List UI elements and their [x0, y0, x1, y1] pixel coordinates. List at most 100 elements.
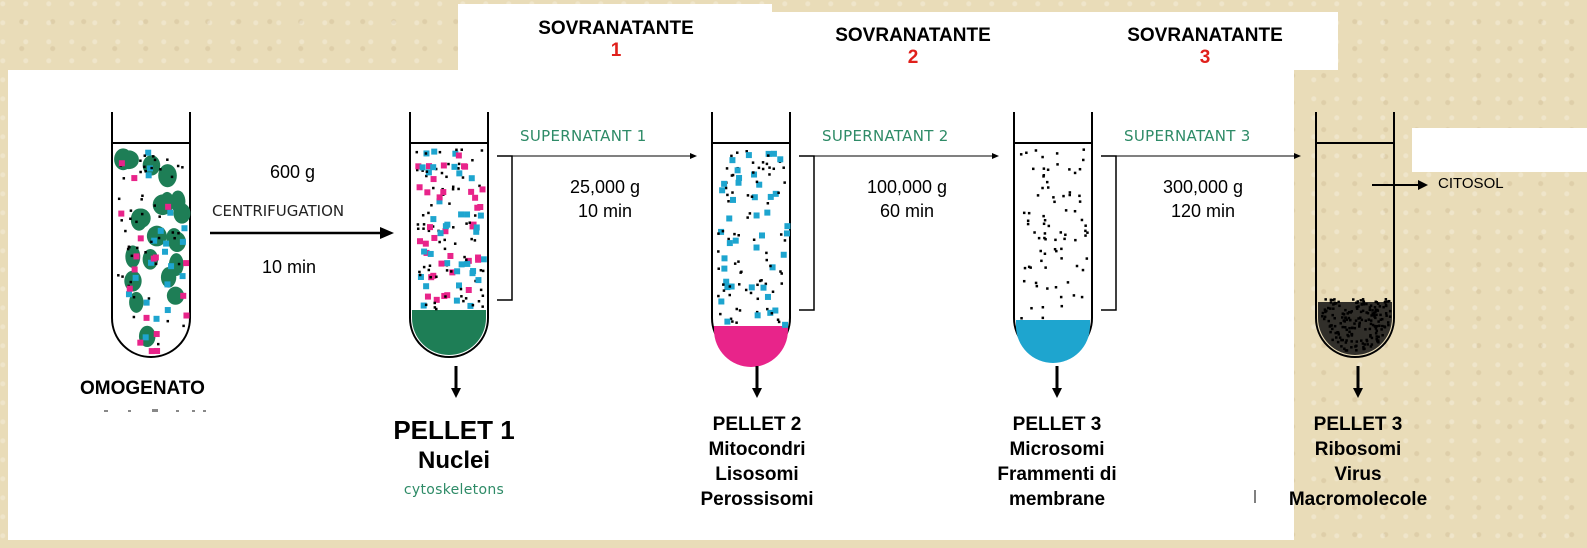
particle-dot	[1378, 305, 1382, 308]
particle-dot	[143, 165, 146, 169]
particle-dot	[1022, 211, 1026, 215]
particle-dot	[1353, 322, 1356, 325]
particle-cyan	[421, 248, 428, 255]
particle-dot	[1361, 309, 1365, 313]
particle-dot	[1327, 306, 1330, 310]
particle-cyan	[769, 264, 776, 271]
particle-dot	[730, 174, 734, 177]
particle-dot	[181, 166, 184, 169]
particle-dot	[1041, 155, 1044, 159]
particle-cyan	[453, 297, 460, 304]
particle-dot	[1037, 236, 1041, 240]
particle-cyan	[724, 318, 731, 325]
particle-cyan	[751, 171, 758, 178]
particle-cyan	[458, 261, 465, 268]
particle-dot	[744, 288, 748, 292]
particle-pink	[475, 256, 482, 263]
particle-cyan	[770, 150, 777, 157]
particle-dot	[1075, 264, 1079, 268]
particle-dot	[1019, 153, 1023, 156]
particle-dot	[746, 194, 750, 197]
particle-cyan	[164, 307, 171, 314]
particle-dot	[1337, 331, 1340, 334]
particle-cyan	[477, 212, 484, 219]
particle-dot	[177, 231, 180, 235]
particle-pink	[137, 235, 144, 242]
particle-dot	[1042, 167, 1046, 170]
particle-dot	[1082, 148, 1086, 151]
particle-cyan	[718, 228, 725, 235]
particle-pink	[148, 348, 155, 355]
main-panel	[8, 70, 1294, 540]
particle-dot	[1324, 310, 1327, 314]
particle-dot	[443, 238, 446, 242]
particle-dot	[1343, 347, 1346, 351]
particle-dot	[1347, 316, 1351, 320]
particle-dot	[1361, 342, 1365, 345]
particle-dot	[1330, 324, 1333, 327]
particle-dot	[1045, 180, 1049, 184]
particle-dot	[177, 262, 181, 266]
particle-dot	[141, 194, 144, 198]
particle-cyan	[145, 149, 152, 156]
particle-dot	[1041, 316, 1045, 320]
particle-pink	[431, 234, 438, 241]
particle-dot	[1375, 337, 1378, 341]
particle-dot	[1362, 300, 1366, 304]
particle-dot	[1356, 300, 1360, 303]
particle-dot	[479, 288, 483, 292]
particle-dot	[1035, 284, 1039, 288]
pellet-3-label: PELLET 3 Microsomi Frammenti di membrane	[967, 412, 1147, 512]
particle-dot	[1059, 231, 1063, 234]
particle-pink	[440, 162, 447, 169]
particle-dot	[1073, 209, 1077, 213]
particle-dot	[176, 164, 180, 168]
particle-dot	[136, 246, 139, 250]
particle-dot	[1350, 346, 1353, 349]
particle-cyan	[735, 179, 742, 186]
particle-cyan	[153, 315, 160, 322]
particle-dot	[422, 223, 426, 226]
particle-cyan	[718, 298, 725, 305]
particle-dot	[1055, 249, 1058, 253]
particle-cyan	[754, 312, 761, 319]
particle-cyan	[719, 187, 726, 194]
particle-dot	[1329, 330, 1332, 334]
particle-dot	[147, 297, 151, 300]
particle-dot	[1340, 338, 1343, 342]
particle-dot	[760, 279, 763, 282]
particle-dot	[1027, 211, 1031, 215]
particle-dot	[777, 191, 780, 195]
particle-dot	[1338, 336, 1342, 339]
particle-dot	[1039, 249, 1042, 253]
particle-dot	[450, 270, 453, 273]
particle-cyan	[148, 259, 155, 266]
particle-dot	[1375, 308, 1379, 312]
header-panel-right	[772, 12, 1338, 70]
particle-dot	[171, 231, 175, 234]
particle-dot	[157, 342, 160, 346]
particle-cyan	[753, 212, 760, 219]
particle-dot	[1358, 316, 1362, 320]
particle-dot	[1027, 265, 1031, 269]
particle-dot	[782, 166, 785, 169]
particle-dot	[481, 269, 485, 273]
particle-dot	[140, 198, 143, 201]
particle-dot	[1086, 231, 1089, 234]
particle-dot	[468, 221, 471, 224]
particle-dot	[749, 291, 753, 295]
particle-cyan	[721, 255, 728, 262]
particle-dot	[1381, 334, 1384, 337]
particle-dot	[1060, 304, 1064, 308]
particle-cyan	[467, 302, 474, 309]
particle-dot	[1333, 324, 1337, 328]
particle-dot	[1044, 266, 1047, 269]
particle-cyan	[723, 278, 730, 285]
particle-dot	[1370, 336, 1374, 340]
particle-dot	[1059, 295, 1063, 299]
particle-dot	[1375, 313, 1378, 317]
particle-dot	[717, 267, 720, 270]
particle-pink	[180, 292, 187, 299]
particle-dot	[1376, 339, 1380, 342]
particle-dot	[130, 254, 134, 258]
